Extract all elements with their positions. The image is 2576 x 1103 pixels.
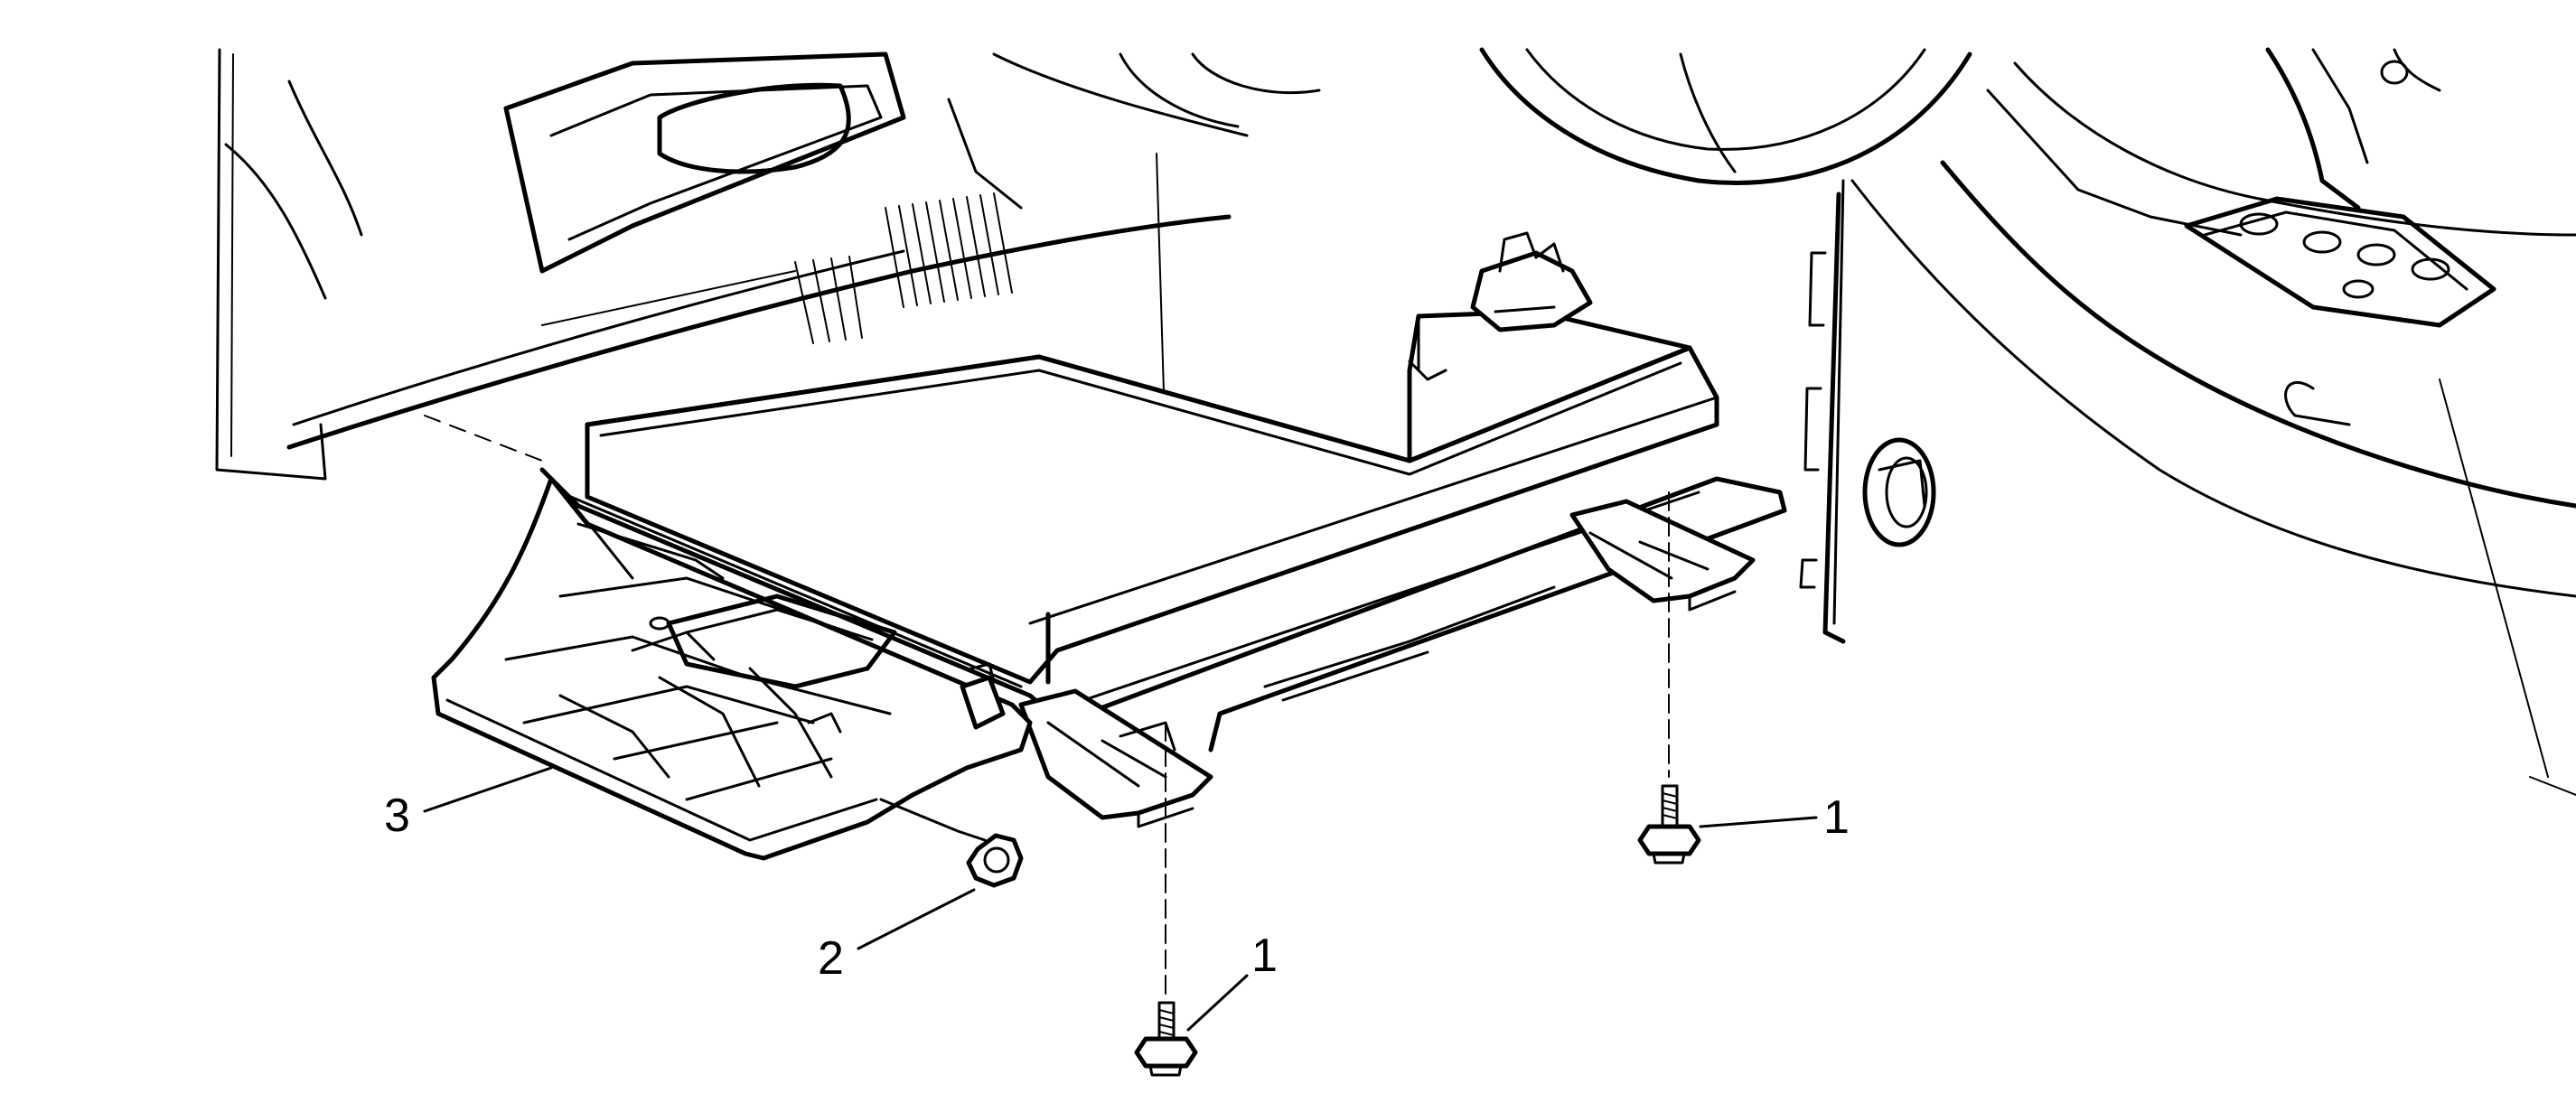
callout-number: 1 (1251, 930, 1278, 982)
callout-bolt-center: 1 (1186, 930, 1278, 1032)
callout-number: 1 (1823, 791, 1850, 844)
callout-nut: 2 (818, 888, 976, 985)
bolt-center (1134, 722, 1198, 1077)
callout-cover: 3 (384, 766, 553, 842)
console-background (1799, 47, 2576, 796)
bolt-right (1637, 491, 1701, 865)
nut (966, 833, 1024, 888)
mounting-bracket (539, 467, 1787, 828)
instrument-panel-background (215, 47, 1972, 481)
callout-bolt-right: 1 (1699, 791, 1850, 844)
callout-number: 2 (818, 932, 844, 985)
dash-vent-louvers (541, 192, 1013, 344)
control-module (585, 231, 1719, 685)
alignment-dashed-line (424, 415, 543, 462)
callout-number: 3 (384, 790, 410, 842)
lower-cover-panel (431, 476, 1033, 861)
